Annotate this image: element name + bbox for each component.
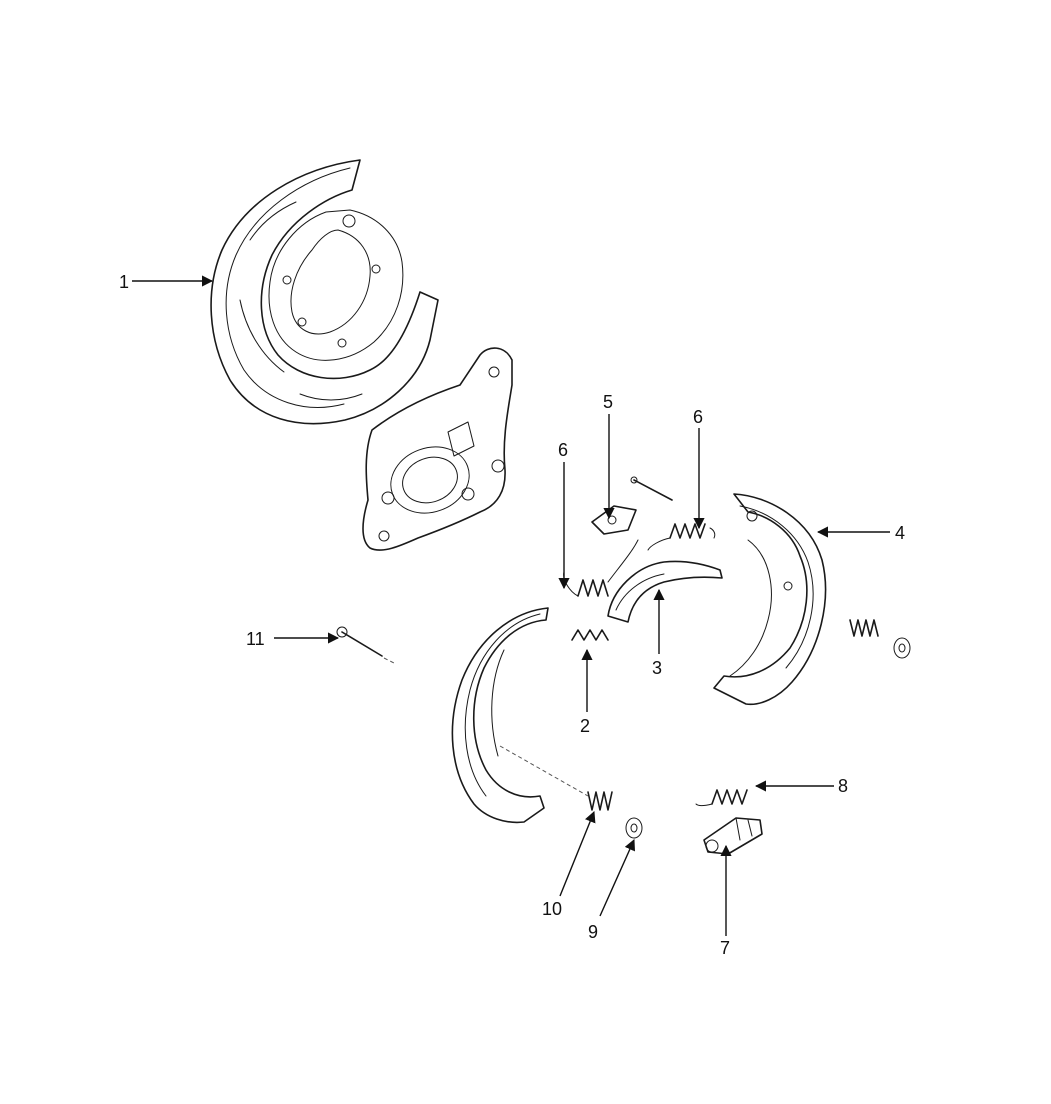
adjuster-strut xyxy=(607,560,723,623)
washer xyxy=(625,817,643,839)
return-spring-right xyxy=(647,523,716,551)
callout-8: 8 xyxy=(838,776,848,796)
hold-down-spring-right xyxy=(849,619,911,659)
callout-5: 5 xyxy=(603,392,613,412)
adjuster-lower-spring xyxy=(695,789,748,806)
callout-2: 2 xyxy=(580,716,590,736)
hold-down-spring-left xyxy=(587,791,613,811)
callout-3: 3 xyxy=(652,658,662,678)
callout-1: 1 xyxy=(119,272,129,292)
backing-plate xyxy=(210,159,439,425)
callout-7: 7 xyxy=(720,938,730,958)
callout-11: 11 xyxy=(246,629,265,649)
callout-10: 10 xyxy=(542,899,562,919)
callout-9: 9 xyxy=(588,922,598,942)
adjuster-assembly xyxy=(703,817,763,855)
callout-6-left: 6 xyxy=(558,440,568,460)
callout-6-right: 6 xyxy=(693,407,703,427)
adjuster-spring xyxy=(571,629,609,641)
leader-lines xyxy=(132,275,890,936)
knuckle xyxy=(362,347,513,551)
brake-shoe-right xyxy=(713,493,827,706)
adjuster-plate xyxy=(591,476,673,535)
callout-4: 4 xyxy=(895,523,905,543)
hold-down-pin xyxy=(336,626,397,665)
brake-shoe-left xyxy=(451,607,589,824)
